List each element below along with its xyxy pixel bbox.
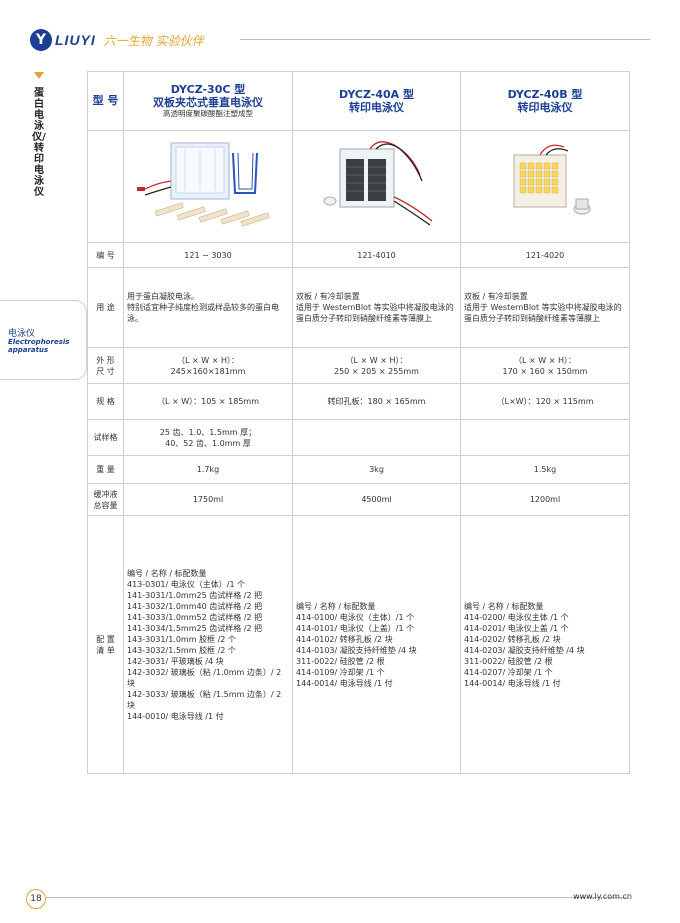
row-buffer: 缓冲液 总容量 1750ml 4500ml 1200ml [87, 483, 630, 516]
header-slogan: 六一生物 实验伙伴 [103, 33, 204, 48]
model-cell-2: DYCZ-40A 型 转印电泳仪 [292, 71, 461, 131]
category-tab-en: Electrophoresis apparatus [8, 338, 70, 354]
weight-cell-1: 1.7kg [123, 455, 293, 484]
buffer-cell-2: 4500ml [292, 483, 461, 516]
row-spec: 规 格 （L × W）：105 × 185mm 转印孔板：180 × 165mm… [87, 383, 630, 420]
weight-cell-3: 1.5kg [460, 455, 630, 484]
buffer-cell-1: 1750ml [123, 483, 293, 516]
config-cell-3: 编号 / 名称 / 标配数量 414-0200/ 电泳仪主体 /1 个 414-… [460, 515, 630, 774]
section-vertical-title: 蛋白电泳仪/转印电泳仪 [32, 88, 46, 198]
dims-cell-3: （L × W × H）：170 × 160 × 150mm [460, 347, 630, 384]
label-config: 配 置 清 单 [87, 515, 124, 774]
row-dims: 外 形 尺 寸 （L × W × H）：245×160×181mm （L × W… [87, 347, 630, 384]
code-cell-3: 121-4020 [460, 242, 630, 268]
brand-logo: Y LIUYI 六一生物 实验伙伴 [30, 29, 204, 51]
code-cell-1: 121 − 3030 [123, 242, 293, 268]
row-code: 编 号 121 − 3030 121-4010 121-4020 [87, 242, 630, 268]
label-comb: 试样格 [87, 419, 124, 456]
page-header: Y LIUYI 六一生物 实验伙伴 [20, 20, 660, 58]
spec-cell-3: （L×W）：120 × 115mm [460, 383, 630, 420]
label-use: 用 途 [87, 267, 124, 348]
category-tab-cn: 电泳仪 [8, 329, 36, 339]
footer-url[interactable]: www.ly.com.cn [573, 892, 632, 901]
comb-cell-2 [292, 419, 461, 456]
category-tab: 电泳仪 Electrophoresis apparatus [0, 300, 87, 380]
product-image-40b [460, 130, 630, 243]
images-label-cell [87, 130, 124, 243]
dims-cell-1: （L × W × H）：245×160×181mm [123, 347, 293, 384]
footer-rule [46, 897, 628, 898]
label-weight: 重 量 [87, 455, 124, 484]
row-use: 用 途 用于蛋白凝胶电泳。 特别适宜种子纯度检测或样品较多的蛋白电泳。 双板 /… [87, 267, 630, 348]
use-cell-2: 双板 / 有冷却装置 适用于 WesternBlot 等实验中将凝胶电泳的蛋白质… [292, 267, 461, 348]
logo-mark: Y [30, 29, 52, 51]
spec-cell-2: 转印孔板：180 × 165mm [292, 383, 461, 420]
comb-cell-3 [460, 419, 630, 456]
config-cell-2: 编号 / 名称 / 标配数量 414-0100/ 电泳仪（主体）/1 个 414… [292, 515, 461, 774]
product-image-40a [292, 130, 461, 243]
label-model: 型 号 [87, 71, 124, 131]
dims-cell-2: （L × W × H）：250 × 205 × 255mm [292, 347, 461, 384]
config-cell-1: 编号 / 名称 / 标配数量 413-0301/ 电泳仪（主体）/1 个 141… [123, 515, 293, 774]
label-spec: 规 格 [87, 383, 124, 420]
model-cell-3: DYCZ-40B 型 转印电泳仪 [460, 71, 630, 131]
label-buffer: 缓冲液 总容量 [87, 483, 124, 516]
spec-table: 型 号 DYCZ-30C 型 双板夹芯式垂直电泳仪 高透明度聚碳酸酯注塑成型 D… [87, 71, 630, 774]
use-cell-1: 用于蛋白凝胶电泳。 特别适宜种子纯度检测或样品较多的蛋白电泳。 [123, 267, 293, 348]
row-config: 配 置 清 单 编号 / 名称 / 标配数量 413-0301/ 电泳仪（主体）… [87, 515, 630, 774]
row-comb: 试样格 25 齿、1.0、1.5mm 厚；40、52 齿、1.0mm 厚 [87, 419, 630, 456]
label-code: 编 号 [87, 242, 124, 268]
header-rule [240, 39, 650, 40]
section-marker-icon [34, 72, 44, 79]
product-image-30c [123, 130, 293, 243]
model-cell-1: DYCZ-30C 型 双板夹芯式垂直电泳仪 高透明度聚碳酸酯注塑成型 [123, 71, 293, 131]
weight-cell-2: 3kg [292, 455, 461, 484]
page-number: 18 [26, 889, 46, 909]
comb-cell-1: 25 齿、1.0、1.5mm 厚；40、52 齿、1.0mm 厚 [123, 419, 293, 456]
buffer-cell-3: 1200ml [460, 483, 630, 516]
row-model: 型 号 DYCZ-30C 型 双板夹芯式垂直电泳仪 高透明度聚碳酸酯注塑成型 D… [87, 71, 630, 131]
logo-wordmark: LIUYI [55, 32, 96, 48]
label-dims: 外 形 尺 寸 [87, 347, 124, 384]
spec-cell-1: （L × W）：105 × 185mm [123, 383, 293, 420]
use-cell-3: 双板 / 有冷却装置 适用于 WesternBlot 等实验中将凝胶电泳的蛋白质… [460, 267, 630, 348]
row-weight: 重 量 1.7kg 3kg 1.5kg [87, 455, 630, 484]
code-cell-2: 121-4010 [292, 242, 461, 268]
row-images [87, 130, 630, 243]
